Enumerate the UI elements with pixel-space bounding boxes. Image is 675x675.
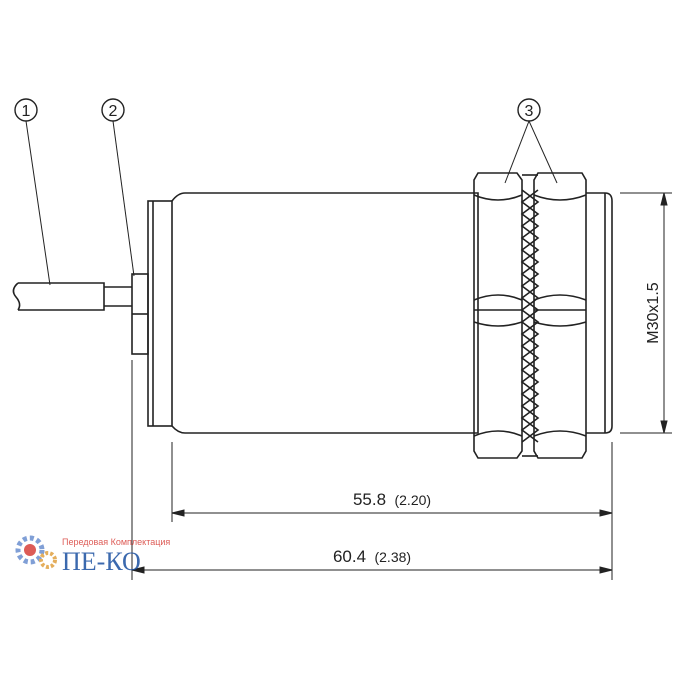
housing-body: [171, 192, 479, 434]
svg-text:1: 1: [22, 103, 31, 120]
housing-flange: [147, 200, 173, 427]
cable-gland: [131, 273, 149, 355]
leader-3a: [504, 120, 530, 184]
thread-section: [520, 174, 540, 457]
svg-text:Передовая Комплектация: Передовая Комплектация: [62, 537, 170, 547]
watermark-logo: Передовая Комплектация ПЕ-КО: [15, 535, 170, 576]
dimension-line-thread: [660, 192, 668, 434]
svg-text:2: 2: [109, 103, 118, 120]
svg-text:3: 3: [525, 103, 534, 120]
dim-label-55-8: 55.8 (2.20): [353, 490, 431, 509]
leader-3b: [528, 120, 558, 184]
dim-label-60-4: 60.4 (2.38): [333, 547, 411, 566]
dimension-line-60-4: [131, 566, 613, 574]
dim-label-thread: M30x1.5: [645, 282, 662, 343]
callout-1: 1: [14, 98, 38, 122]
gear-icon: [15, 535, 57, 569]
mounting-nut-right: [533, 172, 587, 459]
leader-1: [25, 120, 51, 286]
callout-3: 3: [517, 98, 541, 122]
mounting-nut-left: [473, 172, 523, 459]
leader-2: [112, 120, 135, 277]
svg-text:ПЕ-КО: ПЕ-КО: [62, 547, 141, 576]
dimension-line-55-8: [171, 509, 613, 517]
cable: [12, 282, 132, 311]
sensing-face: [586, 192, 613, 434]
callout-2: 2: [101, 98, 125, 122]
